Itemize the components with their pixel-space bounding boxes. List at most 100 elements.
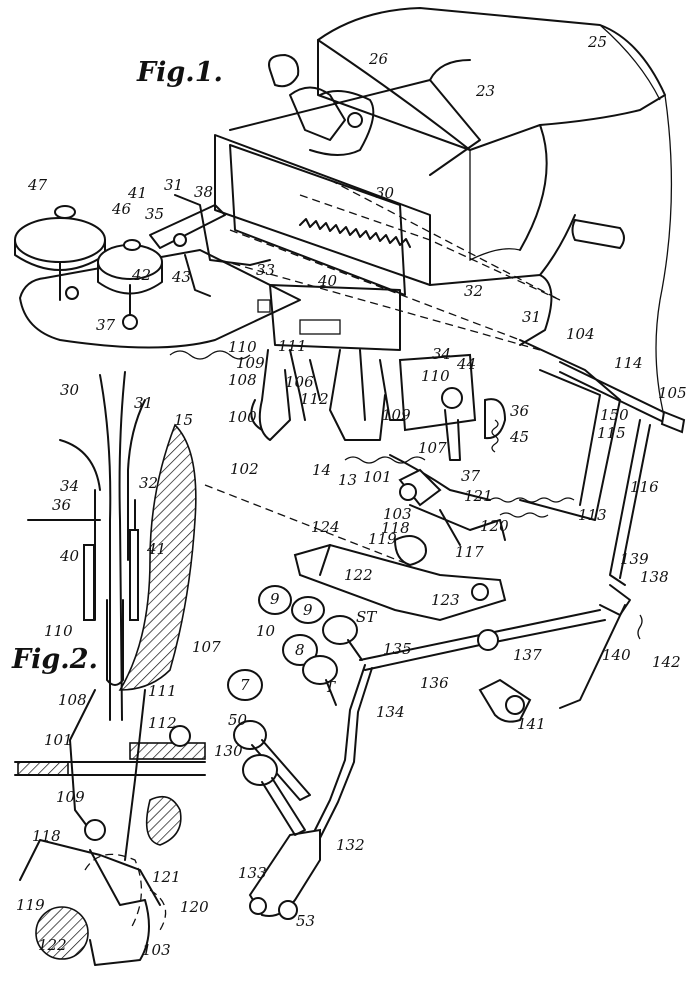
ref-130: 130 (214, 742, 243, 760)
ref-45: 45 (510, 428, 530, 446)
ref-37-fig1-top: 37 (96, 316, 116, 334)
ref-135: 135 (383, 640, 412, 658)
ref-142: 142 (652, 653, 681, 671)
ref-42: 42 (132, 266, 152, 284)
ref-108-fig1: 108 (228, 371, 257, 389)
fig2-drawing (14, 371, 206, 966)
ref-ST: ST (356, 608, 377, 626)
ref-120-fig2: 120 (180, 898, 209, 916)
ref-38: 38 (194, 183, 214, 201)
ref-10: 10 (256, 622, 276, 640)
ref-47: 47 (28, 176, 48, 194)
ref-101-fig1: 101 (363, 468, 392, 486)
ref-41-fig2: 41 (147, 540, 167, 558)
ref-31-fig1-top: 31 (164, 176, 184, 194)
ref-138: 138 (640, 568, 669, 586)
ref-117: 117 (455, 543, 484, 561)
ref-50: 50 (228, 711, 248, 729)
ref-121-fig1: 121 (464, 487, 493, 505)
ref-36-fig1: 36 (510, 402, 530, 420)
ref-109-fig2: 109 (56, 788, 85, 806)
ref-34-fig2: 34 (60, 477, 80, 495)
fig1-drawing (14, 7, 686, 920)
ref-36-fig2: 36 (52, 496, 72, 514)
ref-103-fig1: 103 (383, 505, 412, 523)
ref-100: 100 (228, 408, 257, 426)
ref-33: 33 (256, 261, 276, 279)
ref-140: 140 (602, 646, 631, 664)
ref-102: 102 (230, 460, 259, 478)
ref-118-fig2: 118 (32, 827, 61, 845)
ref-106: 106 (285, 373, 314, 391)
ref-40-fig1: 40 (318, 272, 338, 290)
ref-104: 104 (566, 325, 595, 343)
ref-134: 134 (376, 703, 405, 721)
ref-137: 137 (513, 646, 542, 664)
ref-133: 133 (238, 864, 267, 882)
ref-101-fig2: 101 (44, 731, 73, 749)
ref-114: 114 (614, 354, 643, 372)
ref-25: 25 (588, 33, 608, 51)
ref-23: 23 (476, 82, 496, 100)
ref-107-fig1: 107 (418, 439, 447, 457)
ref-115: 115 (597, 424, 626, 442)
ref-30-fig1: 30 (375, 184, 395, 202)
ref-119-fig2: 119 (16, 896, 45, 914)
ref-31-fig2: 31 (134, 394, 154, 412)
ref-110-fig1-center: 110 (421, 367, 450, 385)
ref-T: T (325, 678, 336, 696)
ref-107-fig2: 107 (192, 638, 221, 656)
ref-46: 46 (112, 200, 132, 218)
ref-110-fig2: 110 (44, 622, 73, 640)
ref-136: 136 (420, 674, 449, 692)
ref-37-fig1-bottom: 37 (461, 467, 481, 485)
ref-109-fig1-center: 109 (382, 406, 411, 424)
ref-113: 113 (578, 506, 607, 524)
ref-13: 13 (338, 471, 358, 489)
ref-122-fig2: 122 (38, 936, 67, 954)
ref-26: 26 (369, 50, 389, 68)
ref-120-fig1: 120 (480, 517, 509, 535)
ref-31-fig1-right: 31 (522, 308, 542, 326)
ref-116: 116 (630, 478, 659, 496)
ref-111-fig2: 111 (148, 682, 177, 700)
ref-43: 43 (172, 268, 192, 286)
ref-105: 105 (658, 384, 687, 402)
ref-132: 132 (336, 836, 365, 854)
ref-112-fig2: 112 (148, 714, 177, 732)
ref-119-fig1: 119 (368, 530, 397, 548)
ref-111-fig1: 111 (278, 337, 307, 355)
ref-53: 53 (296, 912, 316, 930)
ref-139: 139 (620, 550, 649, 568)
ref-112-fig1: 112 (300, 390, 329, 408)
ref-9-key-right: 9 (303, 601, 313, 619)
ref-118-fig1: 118 (381, 519, 410, 537)
ref-124: 124 (311, 518, 340, 536)
ref-14: 14 (312, 461, 332, 479)
ref-110-fig1-left: 110 (228, 338, 257, 356)
ref-123: 123 (431, 591, 460, 609)
ref-9-key-left: 9 (270, 590, 280, 608)
ref-32-fig1: 32 (464, 282, 484, 300)
ref-30-fig2: 30 (60, 381, 80, 399)
ref-35: 35 (145, 205, 165, 223)
ref-109-fig1-left: 109 (236, 354, 265, 372)
ref-150: 150 (600, 406, 629, 424)
fig2-title: Fig.2. (12, 644, 98, 675)
ref-15: 15 (174, 411, 194, 429)
ref-122-fig1: 122 (344, 566, 373, 584)
fig1-title: Fig.1. (137, 57, 223, 88)
ref-34-fig1: 34 (432, 345, 452, 363)
ref-121-fig2: 121 (152, 868, 181, 886)
ref-7: 7 (240, 676, 250, 694)
ref-8: 8 (295, 641, 305, 659)
ref-103-fig2: 103 (142, 941, 171, 959)
ref-44: 44 (457, 355, 477, 373)
ref-141: 141 (517, 715, 546, 733)
ref-40-fig2: 40 (60, 547, 80, 565)
ref-32-fig2: 32 (139, 474, 159, 492)
ref-41-fig1: 41 (128, 184, 148, 202)
ref-108-fig2: 108 (58, 691, 87, 709)
